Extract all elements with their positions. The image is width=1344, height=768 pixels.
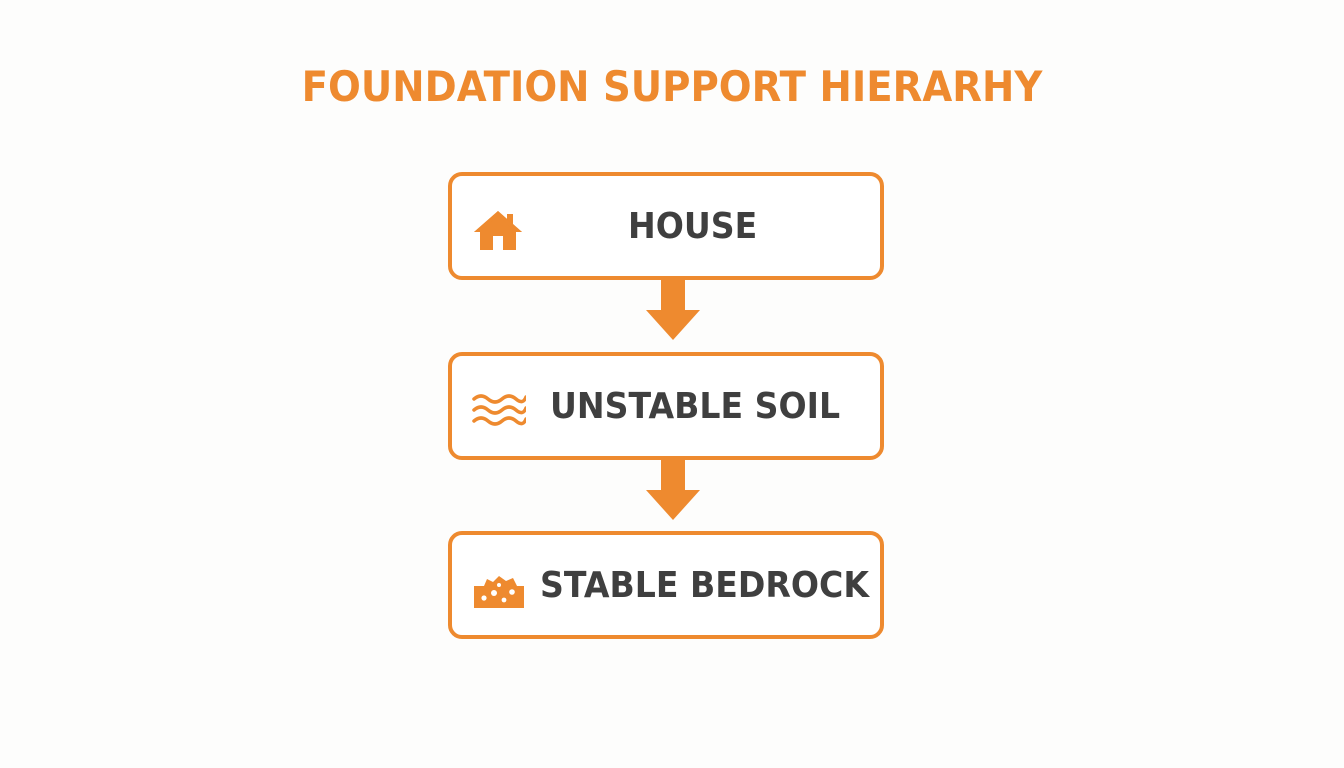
node-label: HOUSE xyxy=(628,205,758,247)
arrow-down-icon xyxy=(646,460,700,520)
house-icon xyxy=(474,211,522,250)
diagram-title: FOUNDATION SUPPORT HIERARHY xyxy=(301,62,1043,111)
waves-icon xyxy=(472,394,526,426)
arrow-down-icon xyxy=(646,280,700,340)
node-label: UNSTABLE SOIL xyxy=(550,385,841,427)
node-unstable-soil: UNSTABLE SOIL xyxy=(448,352,884,460)
node-label: STABLE BEDROCK xyxy=(540,564,870,606)
node-stable-bedrock: STABLE BEDROCK xyxy=(448,531,884,639)
node-house: HOUSE xyxy=(448,172,884,280)
bedrock-icon xyxy=(474,576,524,608)
